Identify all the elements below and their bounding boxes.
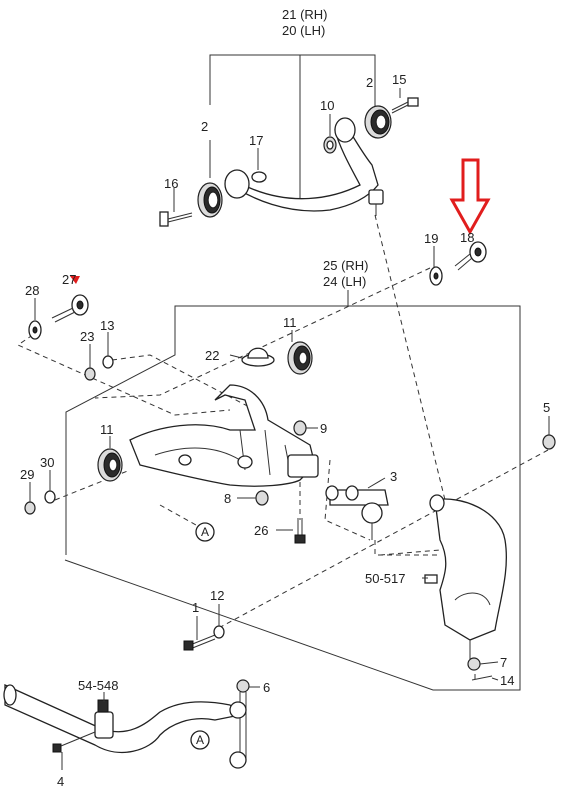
washer-28 [28, 320, 42, 340]
nut-5 [542, 434, 556, 450]
label-14: 14 [500, 673, 514, 688]
label-8: 8 [224, 491, 231, 506]
label-19: 19 [424, 231, 438, 246]
cotter-pin-14 [471, 675, 493, 681]
nut-29 [24, 501, 36, 515]
lower-control-arm [129, 384, 316, 487]
washer-19 [429, 266, 443, 286]
label-9: 9 [320, 421, 327, 436]
bolt-16 [159, 211, 193, 227]
lower-arm-bushing-rear [287, 341, 313, 375]
bolt-4 [52, 731, 96, 753]
label-4: 4 [57, 774, 64, 789]
label-1: 1 [192, 600, 199, 615]
label-a-lower: A [196, 733, 204, 747]
upper-arm-bushing-front [364, 105, 392, 139]
label-54-548: 54-548 [78, 678, 118, 693]
steering-knuckle [434, 498, 508, 641]
bolt-26 [294, 518, 306, 544]
nut-23 [84, 367, 96, 381]
bracket-50-517 [424, 574, 438, 584]
nut-7 [467, 657, 481, 671]
label-20: 20 (LH) [282, 23, 325, 38]
bolt-1 [183, 634, 216, 651]
label-27: 27 [62, 272, 76, 287]
label-24: 24 (LH) [323, 274, 366, 289]
label-15: 15 [392, 72, 406, 87]
label-30: 30 [40, 455, 54, 470]
label-5: 5 [543, 400, 550, 415]
lower-arm-bushing-front [97, 448, 123, 482]
nut-9 [293, 420, 307, 436]
nut-10 [323, 136, 337, 154]
highlight-arrow [449, 158, 491, 236]
assembly-line-ball-joint [374, 214, 446, 501]
nut-17 [251, 171, 267, 183]
label-23: 23 [80, 329, 94, 344]
label-18: 18 [460, 230, 474, 245]
washer-13 [102, 355, 114, 369]
label-10: 10 [320, 98, 334, 113]
upper-arm-front-eye [224, 169, 250, 199]
label-21: 21 (RH) [282, 7, 328, 22]
label-11-lower: 11 [100, 422, 114, 437]
label-3: 3 [390, 469, 397, 484]
label-28: 28 [25, 283, 39, 298]
nut-8 [255, 490, 269, 506]
label-2-rear: 2 [201, 119, 208, 134]
label-50-517: 50-517 [365, 571, 405, 586]
label-22: 22 [205, 348, 219, 363]
label-2-upper: 2 [366, 75, 373, 90]
label-16: 16 [164, 176, 178, 191]
ball-joint-3 [325, 485, 389, 540]
upper-arm-bushing-rear [197, 182, 223, 218]
label-12: 12 [210, 588, 224, 603]
stabilizer-link [229, 679, 250, 769]
bump-stopper-22 [241, 347, 275, 367]
label-26: 26 [254, 523, 268, 538]
stabilizer-bracket [94, 699, 114, 739]
upper-arm-bracket [209, 54, 376, 210]
reference-a-upper [195, 522, 215, 542]
upper-control-arm [224, 124, 379, 212]
cam-bolt-18 [454, 241, 487, 271]
label-29: 29 [20, 467, 34, 482]
cam-bolt-27 [51, 294, 89, 323]
label-25: 25 (RH) [323, 258, 369, 273]
small-red-marker [70, 276, 80, 284]
label-a-upper: A [201, 525, 209, 539]
label-17: 17 [249, 133, 263, 148]
washer-12 [213, 625, 225, 639]
label-7: 7 [500, 655, 507, 670]
label-6: 6 [263, 680, 270, 695]
bolt-15 [391, 97, 419, 114]
washer-30 [44, 490, 56, 504]
label-13: 13 [100, 318, 114, 333]
label-11-upper: 11 [283, 315, 297, 330]
reference-a-lower [190, 730, 210, 750]
